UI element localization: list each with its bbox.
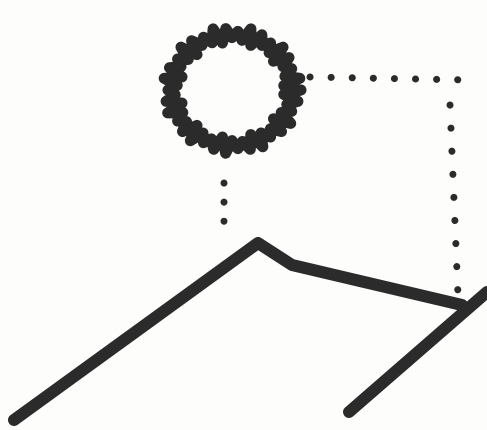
sun-icon bbox=[164, 29, 301, 154]
dotted-guide-icon bbox=[310, 77, 468, 295]
mountain-icon bbox=[14, 243, 487, 420]
